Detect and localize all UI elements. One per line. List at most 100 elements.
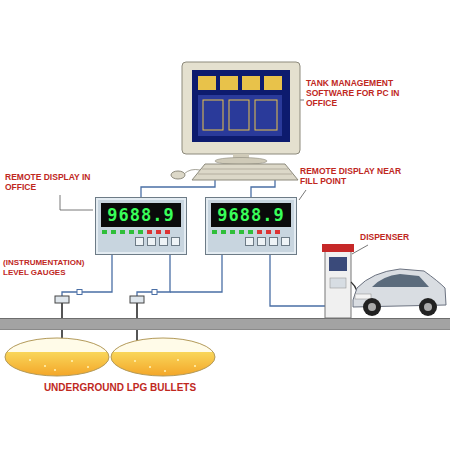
panel-button: [257, 237, 266, 246]
digital-readout: 9688.9: [211, 203, 291, 227]
callout-label: (INSTRUMENTATION) LEVEL GAUGES: [3, 258, 95, 278]
lpg-bullet: [149, 366, 151, 368]
lpg-bullet: [5, 338, 109, 376]
keyboard: [192, 164, 298, 180]
computer-monitor: [192, 70, 290, 142]
panel-button: [245, 237, 254, 246]
leader-line: [60, 195, 93, 210]
callout-label: REMOTE DISPLAY IN OFFICE: [5, 172, 100, 192]
lpg-bullet: [177, 359, 179, 361]
remote-display: 9688.9: [205, 197, 297, 255]
computer-monitor: [198, 76, 216, 90]
callout-label: TANK MANAGEMENT SOFTWARE FOR PC IN OFFIC…: [306, 78, 406, 108]
panel-button: [281, 237, 290, 246]
panel-button: [171, 237, 180, 246]
computer-monitor: [182, 62, 300, 154]
indicator-led: [212, 230, 217, 234]
remote-display: 9688.9: [95, 197, 187, 255]
car: [419, 298, 437, 316]
callout-label: REMOTE DISPLAY NEAR FILL POINT: [300, 166, 405, 186]
indicator-led: [102, 230, 107, 234]
car: [424, 303, 432, 311]
lpg-bullet: [44, 365, 46, 367]
indicator-led: [266, 230, 271, 234]
car: [372, 274, 429, 287]
indicator-led: [248, 230, 253, 234]
fuel-dispenser: [325, 250, 351, 318]
junction: [77, 290, 82, 295]
keyboard: [192, 164, 298, 180]
fuel-dispenser: [330, 278, 346, 288]
lpg-bullet: [54, 369, 56, 371]
indicator-led: [111, 230, 116, 234]
indicator-led: [239, 230, 244, 234]
computer-monitor: [255, 100, 277, 130]
keyboard: [198, 169, 292, 174]
ground: [0, 318, 450, 319]
lpg-bullet: [71, 360, 73, 362]
panel-button: [159, 237, 168, 246]
lpg-bullet: [111, 338, 215, 376]
computer-monitor: [215, 158, 267, 165]
lpg-bullet: [134, 360, 136, 362]
indicator-led: [275, 230, 280, 234]
panel-button: [147, 237, 156, 246]
fuel-dispenser: [329, 257, 347, 271]
lpg-bullet: [194, 365, 196, 367]
button-row: [102, 237, 180, 246]
computer-monitor: [182, 62, 300, 165]
wire: [270, 255, 325, 306]
level-gauge: [55, 296, 69, 303]
lpg-bullet: [87, 366, 89, 368]
lpg-bullet: [164, 370, 166, 372]
indicator-led: [138, 230, 143, 234]
leader-line: [352, 245, 368, 254]
button-row: [212, 237, 290, 246]
fuel-dispenser: [322, 244, 357, 318]
lpg-bullet: [29, 359, 31, 361]
mouse: [171, 171, 185, 179]
mouse: [184, 170, 200, 175]
car: [353, 269, 446, 316]
level-gauge: [130, 296, 144, 303]
computer-monitor: [264, 76, 282, 90]
computer-monitor: [220, 76, 238, 90]
wire: [137, 255, 170, 296]
panel-button: [135, 237, 144, 246]
wire: [141, 180, 215, 197]
ground: [0, 318, 450, 330]
indicator-row: [212, 230, 290, 234]
lpg-bullet: [0, 338, 225, 382]
indicator-led: [221, 230, 226, 234]
fuel-dispenser: [322, 244, 354, 252]
callout-label: DISPENSER: [360, 232, 440, 242]
callout-label: UNDERGROUND LPG BULLETS: [20, 382, 220, 394]
indicator-led: [165, 230, 170, 234]
computer-monitor: [242, 76, 260, 90]
car: [363, 298, 381, 316]
wire: [170, 255, 222, 292]
indicator-led: [257, 230, 262, 234]
wire: [251, 180, 275, 197]
car: [355, 294, 371, 299]
ground: [0, 318, 450, 330]
mouse: [171, 170, 200, 180]
computer-monitor: [229, 100, 249, 130]
wire: [62, 180, 325, 306]
computer-monitor: [198, 95, 282, 136]
indicator-led: [147, 230, 152, 234]
computer-monitor: [203, 100, 223, 130]
indicator-row: [102, 230, 180, 234]
indicator-led: [156, 230, 161, 234]
indicator-led: [230, 230, 235, 234]
junction: [77, 290, 157, 295]
ground: [0, 329, 450, 330]
indicator-led: [120, 230, 125, 234]
indicator-led: [129, 230, 134, 234]
lpg-bullet: [29, 359, 196, 372]
leader-line: [299, 190, 306, 200]
junction: [152, 290, 157, 295]
panel-button: [269, 237, 278, 246]
car: [368, 303, 376, 311]
